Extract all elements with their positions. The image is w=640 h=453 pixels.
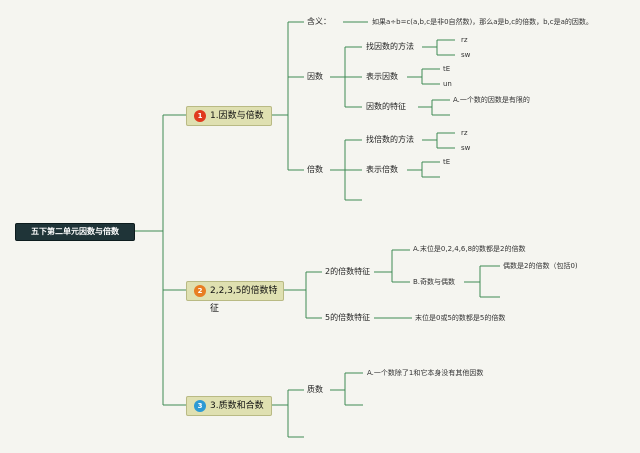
meaning-text[interactable]: 如果a÷b=c(a,b,c是非0自然数)，那么a是b,c的倍数，b,c是a的因数…	[372, 18, 593, 26]
multiple-node[interactable]: 倍数	[307, 165, 323, 174]
find-multiple-method[interactable]: 找倍数的方法	[366, 135, 414, 144]
factor-node[interactable]: 因数	[307, 72, 323, 81]
represent-multiple-item-1[interactable]: tE	[443, 158, 451, 166]
factor-feature[interactable]: 因数的特征	[366, 102, 406, 111]
prime-text[interactable]: A.一个数除了1和它本身没有其他因数	[367, 369, 484, 377]
branch-label: 2,2,3,5的倍数特征	[210, 286, 278, 314]
branch-factors-multiples[interactable]: 1 1.因数与倍数	[186, 106, 272, 126]
number-badge: 2	[194, 285, 206, 297]
number-badge: 1	[194, 110, 206, 122]
represent-factor-item-1[interactable]: tE	[443, 65, 451, 73]
five-multiple-text[interactable]: 末位是0或5的数都是5的倍数	[415, 314, 506, 322]
root-topic[interactable]: 五下第二单元因数与倍数	[15, 223, 135, 241]
find-factor-item-1[interactable]: rz	[461, 36, 468, 44]
two-multiple-a[interactable]: A.末位是0,2,4,6,8的数都是2的倍数	[413, 245, 526, 253]
factor-feature-item[interactable]: A.一个数的因数是有限的	[453, 96, 530, 104]
represent-factor-item-2[interactable]: un	[443, 80, 452, 88]
even-number-note[interactable]: 偶数是2的倍数（包括0)	[503, 262, 578, 270]
find-multiple-item-2[interactable]: sw	[461, 144, 471, 152]
prime-node[interactable]: 质数	[307, 385, 323, 394]
branch-label: 3.质数和合数	[210, 401, 264, 411]
number-badge: 3	[194, 400, 206, 412]
find-factor-method[interactable]: 找因数的方法	[366, 42, 414, 51]
represent-multiple[interactable]: 表示倍数	[366, 165, 398, 174]
find-factor-item-2[interactable]: sw	[461, 51, 471, 59]
five-multiple-feature[interactable]: 5的倍数特征	[325, 313, 371, 322]
branch-prime-composite[interactable]: 3 3.质数和合数	[186, 396, 272, 416]
meaning-label[interactable]: 含义：	[307, 17, 331, 26]
represent-factor[interactable]: 表示因数	[366, 72, 398, 81]
branch-label: 1.因数与倍数	[210, 111, 264, 121]
find-multiple-item-1[interactable]: rz	[461, 129, 468, 137]
branch-multiple-features[interactable]: 2 2,2,3,5的倍数特征	[186, 281, 284, 314]
two-multiple-feature[interactable]: 2的倍数特征	[325, 267, 371, 276]
two-multiple-b[interactable]: B.奇数与偶数	[413, 278, 456, 286]
